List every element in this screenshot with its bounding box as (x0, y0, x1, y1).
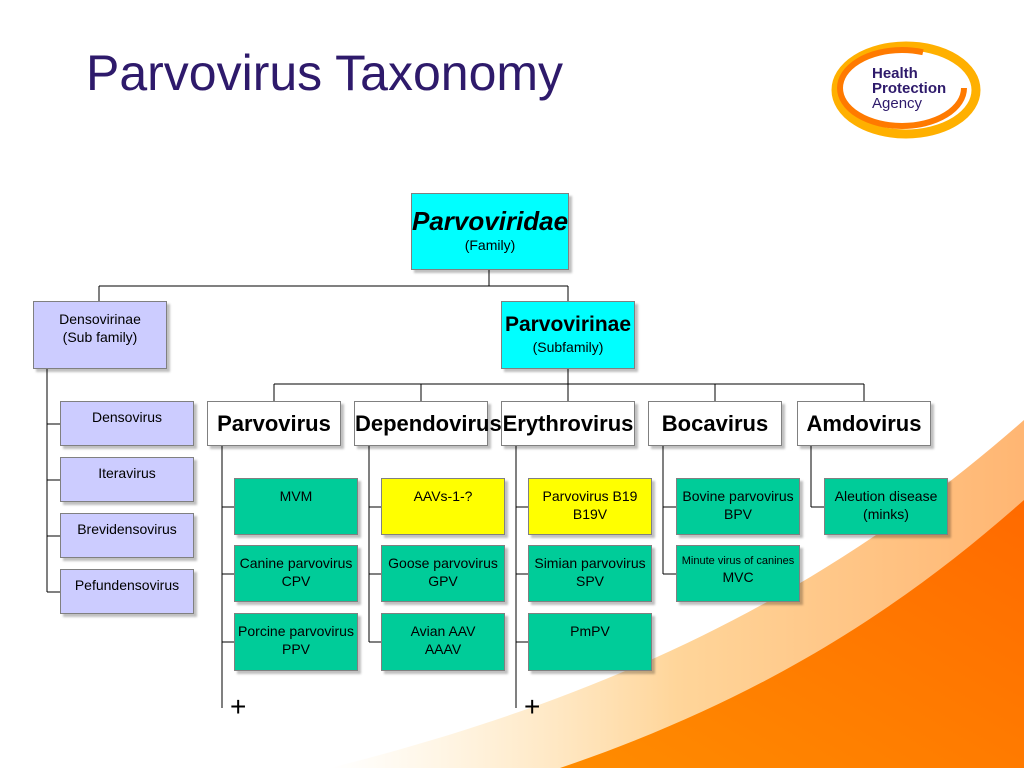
logo-text: Health Protection Agency (872, 66, 946, 111)
family-name: Parvoviridae (412, 206, 569, 236)
species-box-ppv: Porcine parvovirus PPV (234, 613, 358, 671)
species-box-b19v: Parvovirus B19 B19V (528, 478, 652, 535)
species-name: Bovine parvovirus (682, 488, 794, 504)
species-abbrev: AAAV (424, 641, 462, 657)
species-name: Canine parvovirus (239, 555, 353, 571)
species-abbrev: PPV (281, 641, 310, 657)
species-box-mvm: MVM (234, 478, 358, 535)
species-box-aleution: Aleution disease (minks) (824, 478, 948, 535)
genus-box-parvovirus: Parvovirus (207, 401, 341, 446)
species-abbrev: (minks) (863, 506, 909, 522)
species-abbrev: BPV (723, 506, 752, 522)
genus-name: Iteravirus (98, 465, 156, 481)
species-name: Goose parvovirus (388, 555, 498, 571)
genus-box-amdovirus: Amdovirus (797, 401, 931, 446)
species-box-aavs: AAVs-1-? (381, 478, 505, 535)
more-erythrovirus-indicator: + (524, 691, 541, 722)
subfamily-name: Parvovirinae (504, 313, 632, 336)
genus-box-dependovirus: Dependovirus (354, 401, 502, 446)
species-name: MVM (279, 488, 313, 504)
species-box-bpv: Bovine parvovirus BPV (676, 478, 800, 535)
subfamily-rank: (Sub family) (62, 329, 138, 345)
family-box-parvoviridae: Parvoviridae (Family) (411, 193, 569, 270)
species-name: Aleution disease (834, 488, 938, 504)
species-abbrev: MVC (722, 569, 754, 585)
genus-name: Dependovirus (355, 411, 502, 436)
genus-name: Erythrovirus (502, 411, 634, 436)
species-box-gpv: Goose parvovirus GPV (381, 545, 505, 602)
family-rank: (Family) (464, 237, 516, 253)
hpa-logo: Health Protection Agency (830, 36, 982, 140)
species-abbrev: B19V (572, 506, 608, 522)
more-parvovirus-indicator: + (230, 691, 247, 722)
genus-name: Bocavirus (661, 411, 769, 436)
species-box-aaav: Avian AAV AAAV (381, 613, 505, 671)
subfamily-box-densovirinae: Densovirinae (Sub family) (33, 301, 167, 369)
logo-line-agency: Agency (872, 95, 923, 112)
subfamily-name: Densovirinae (59, 311, 141, 327)
logo-line-protection: Protection (872, 80, 947, 97)
page-title: Parvovirus Taxonomy (86, 45, 564, 101)
genus-box-bocavirus: Bocavirus (648, 401, 782, 446)
species-name: PmPV (570, 623, 610, 639)
species-name: Parvovirus B19 (542, 488, 638, 504)
genus-name: Amdovirus (806, 411, 922, 436)
logo-line-health: Health (872, 65, 918, 82)
species-box-spv: Simian parvovirus SPV (528, 545, 652, 602)
genus-box-brevidensovirus: Brevidensovirus (60, 513, 194, 558)
species-abbrev: GPV (428, 573, 458, 589)
genus-box-densovirus: Densovirus (60, 401, 194, 446)
logo-swirl-icon (831, 41, 981, 139)
genus-name: Pefundensovirus (74, 577, 180, 593)
genus-box-erythrovirus: Erythrovirus (501, 401, 635, 446)
species-abbrev: CPV (281, 573, 311, 589)
species-box-pmpv: PmPV (528, 613, 652, 671)
species-abbrev: SPV (575, 573, 604, 589)
genus-name: Densovirus (91, 409, 163, 425)
species-name: Simian parvovirus (534, 555, 646, 571)
genus-name: Brevidensovirus (77, 521, 177, 537)
species-box-mvc: Minute virus of canines MVC (676, 545, 800, 602)
species-name: Porcine parvovirus (238, 623, 354, 639)
genus-name: Parvovirus (217, 411, 331, 436)
species-name: AAVs-1-? (413, 488, 473, 504)
genus-box-pefundensovirus: Pefundensovirus (60, 569, 194, 614)
species-name: Avian AAV (410, 623, 476, 639)
subfamily-rank: (Subfamily) (532, 339, 604, 355)
subfamily-box-parvovirinae: Parvovirinae (Subfamily) (501, 301, 635, 369)
species-box-cpv: Canine parvovirus CPV (234, 545, 358, 602)
genus-box-iteravirus: Iteravirus (60, 457, 194, 502)
species-name: Minute virus of canines (681, 555, 795, 567)
